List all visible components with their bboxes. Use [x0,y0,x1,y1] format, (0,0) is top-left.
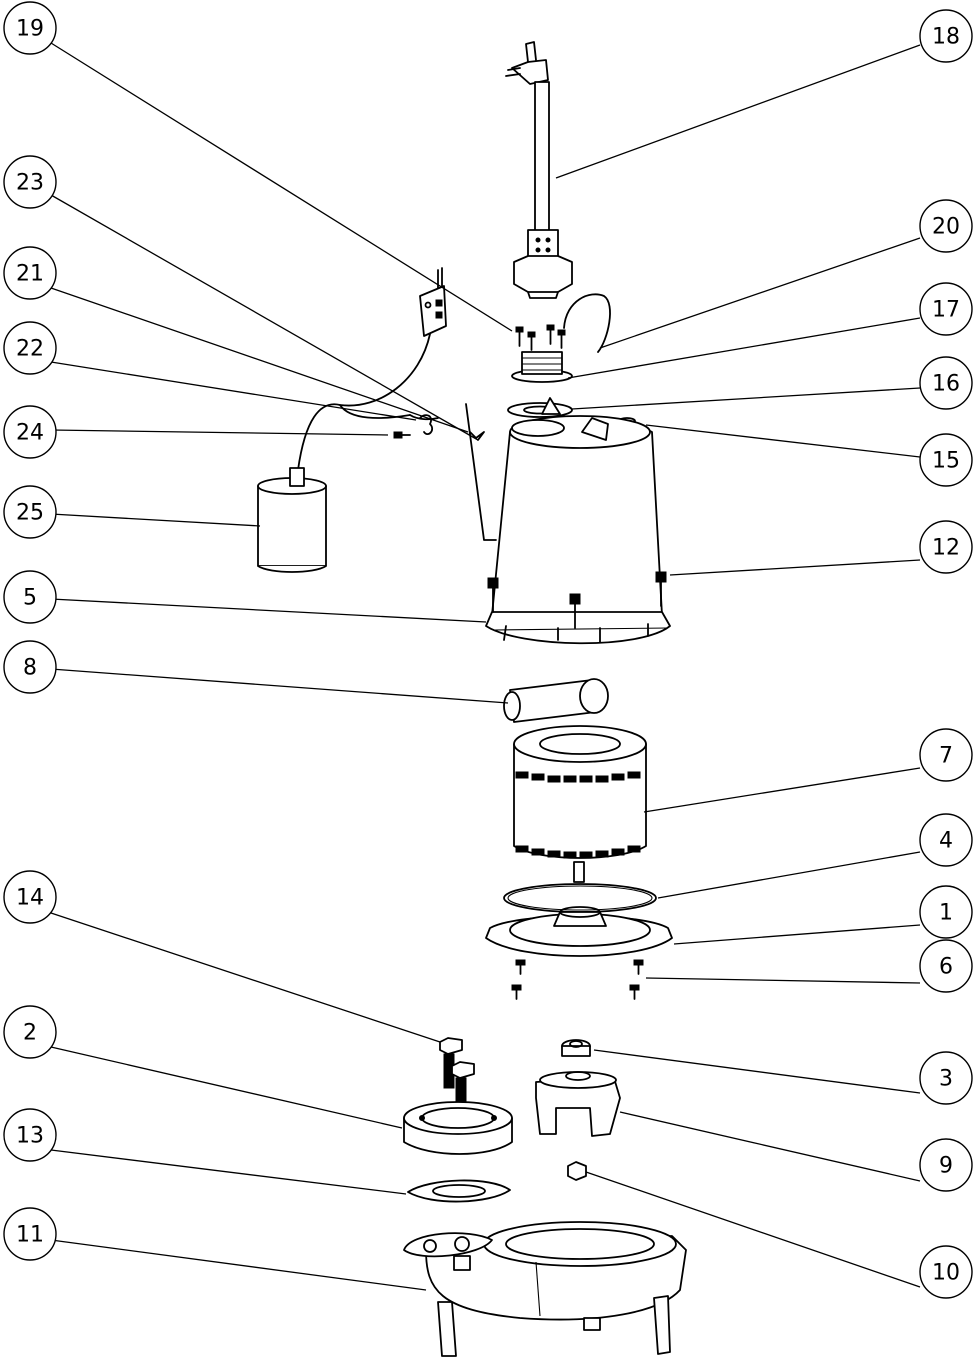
part-11-volute-base [403,1221,687,1357]
part-2-discharge-flange [403,1101,513,1155]
svg-text:21: 21 [16,262,44,287]
svg-text:8: 8 [23,656,37,681]
svg-text:4: 4 [939,829,953,854]
svg-text:7: 7 [939,744,953,769]
callout-25: 25 [3,485,57,539]
svg-text:17: 17 [932,298,960,323]
svg-text:24: 24 [16,421,44,446]
callout-19: 19 [3,1,57,55]
callout-22: 22 [3,321,57,375]
svg-text:25: 25 [16,501,44,526]
callout-10: 10 [919,1245,973,1299]
part-12-bolts [487,571,667,629]
callout-8: 8 [3,640,57,694]
part-6-screws [511,959,644,1000]
float-switch-assembly [297,267,447,471]
svg-text:1: 1 [939,901,953,926]
callout-7: 7 [919,728,973,782]
svg-text:12: 12 [932,536,960,561]
part-18-power-cord [505,41,573,299]
callout-23: 23 [3,155,57,209]
part-7-motor [513,725,647,883]
callout-20: 20 [919,199,973,253]
svg-text:11: 11 [16,1223,44,1248]
svg-text:5: 5 [23,586,37,611]
part-10-nut [567,1161,587,1181]
leader-lines [50,42,921,1291]
svg-text:9: 9 [939,1154,953,1179]
callout-13: 13 [3,1108,57,1162]
svg-text:2: 2 [23,1021,37,1046]
callout-12: 12 [919,520,973,574]
part-5-motor-housing [485,397,671,645]
callout-6: 6 [919,939,973,993]
part-8-capacitor [503,678,609,723]
callout-21: 21 [3,246,57,300]
part-24-screw [393,431,411,439]
part-14-bolts [439,1037,475,1111]
callout-2: 2 [3,1005,57,1059]
svg-text:22: 22 [16,337,44,362]
svg-text:13: 13 [16,1124,44,1149]
part-25-float [257,467,327,573]
svg-text:20: 20 [932,215,960,240]
svg-text:3: 3 [939,1067,953,1092]
svg-text:16: 16 [932,372,960,397]
callout-18: 18 [919,9,973,63]
part-16-gasket [507,402,573,418]
callout-11: 11 [3,1207,57,1261]
svg-text:15: 15 [932,449,960,474]
callout-5: 5 [3,570,57,624]
callout-15: 15 [919,433,973,487]
part-1-seal-plate [485,906,673,957]
part-21-bracket [465,403,497,541]
callout-16: 16 [919,356,973,410]
part-23-clip [469,431,485,441]
part-17-gland [511,351,573,383]
part-20-wire-loop [563,293,611,353]
svg-text:19: 19 [16,17,44,42]
part-9-impeller [535,1071,621,1137]
part-3-seal [561,1039,591,1057]
svg-text:14: 14 [16,886,44,911]
svg-text:6: 6 [939,955,953,980]
callout-17: 17 [919,282,973,336]
callout-1: 1 [919,885,973,939]
callout-9: 9 [919,1138,973,1192]
part-13-flange-gasket [407,1179,511,1203]
callout-24: 24 [3,405,57,459]
callout-14: 14 [3,870,57,924]
svg-text:10: 10 [932,1261,960,1286]
svg-text:18: 18 [932,25,960,50]
part-19-screws [515,324,566,351]
callout-3: 3 [919,1051,973,1105]
svg-text:23: 23 [16,171,44,196]
part-22-clamp [419,414,434,435]
callout-4: 4 [919,813,973,867]
